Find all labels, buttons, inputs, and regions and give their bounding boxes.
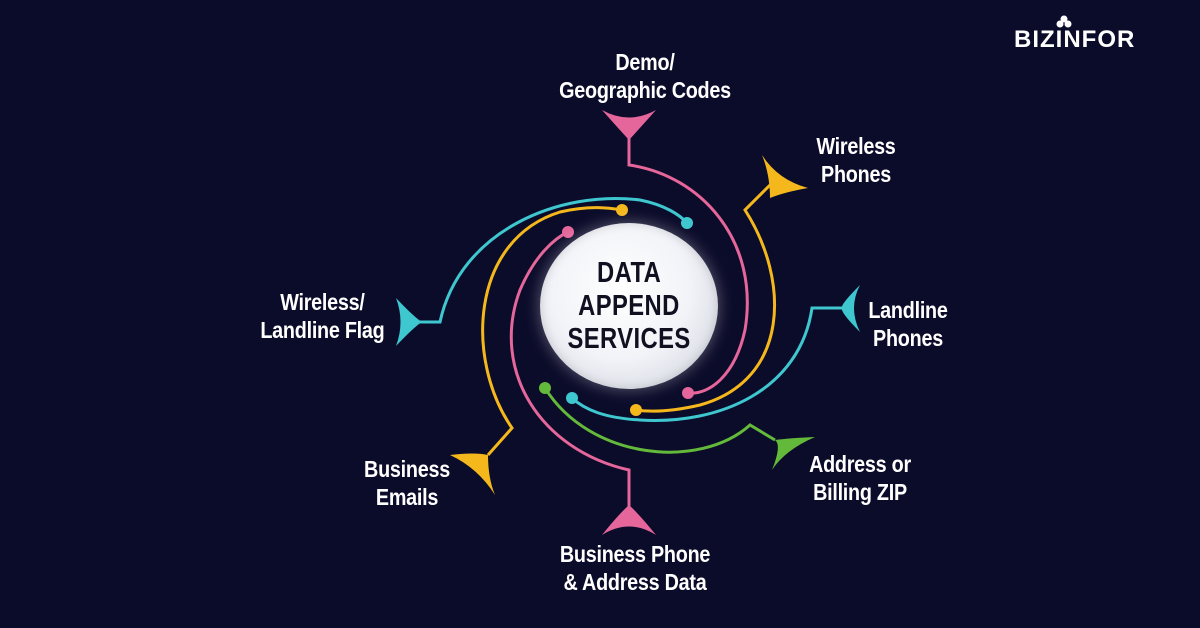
label-wireless-phones: Wireless Phones [813,132,899,188]
connector-address [543,387,776,454]
funnel-business-emails [450,453,495,495]
connector-business-emails [481,206,623,456]
label-wireless-phones-line-2: Phones [821,161,891,187]
funnel-demo [602,110,656,140]
label-demo-line-2: Geographic Codes [559,77,731,103]
funnel-landline-phones [841,285,860,332]
bizinfor-logo: BIZINFOR [1014,26,1136,53]
label-wireless-phones-line-1: Wireless [816,133,896,159]
label-business-emails-line-1: Business [364,456,450,482]
label-business-emails: Business Emails [360,455,455,511]
node-demo [682,387,694,399]
bizinfor-logo-icon [1056,15,1072,28]
label-wireless-landline-line-2: Landline Flag [260,317,385,343]
node-wireless-landline [681,217,693,229]
label-business-phone-line-1: Business Phone [559,541,711,567]
label-landline-phones: Landline Phones [865,296,951,352]
node-wireless-phones [630,404,642,416]
label-wireless-landline: Wireless/ Landline Flag [260,288,385,344]
funnel-wireless-phones [762,155,808,198]
label-business-emails-line-2: Emails [375,484,439,510]
connector-business-phone [509,230,631,515]
node-business-phone [562,226,574,238]
funnel-business-phone [602,505,656,535]
label-wireless-landline-line-1: Wireless/ [280,289,365,315]
node-landline-phones [566,392,578,404]
label-address-line-2: Billing ZIP [813,479,907,505]
label-business-phone-line-2: & Address Data [563,569,707,595]
funnel-wireless-landline [396,298,422,346]
center-circle: DATA APPEND SERVICES [540,223,718,389]
connector-demo [627,128,749,395]
label-demo: Demo/ Geographic Codes [555,48,736,104]
label-landline-phones-line-1: Landline [868,297,948,323]
node-address [539,382,551,394]
label-address-line-1: Address or [809,451,911,477]
label-business-phone: Business Phone & Address Data [558,540,713,596]
connector-wireless-phones [635,183,777,413]
center-line-2: APPEND [578,289,680,322]
center-line-3: SERVICES [567,322,691,355]
label-landline-phones-line-2: Phones [873,325,943,351]
label-demo-line-1: Demo/ [615,49,675,75]
label-address: Address or Billing ZIP [807,450,914,506]
node-business-emails [616,204,628,216]
connector-landline-phones [570,306,842,422]
center-line-1: DATA [596,256,662,289]
funnel-address [772,437,815,470]
connector-wireless-landline [405,197,689,324]
